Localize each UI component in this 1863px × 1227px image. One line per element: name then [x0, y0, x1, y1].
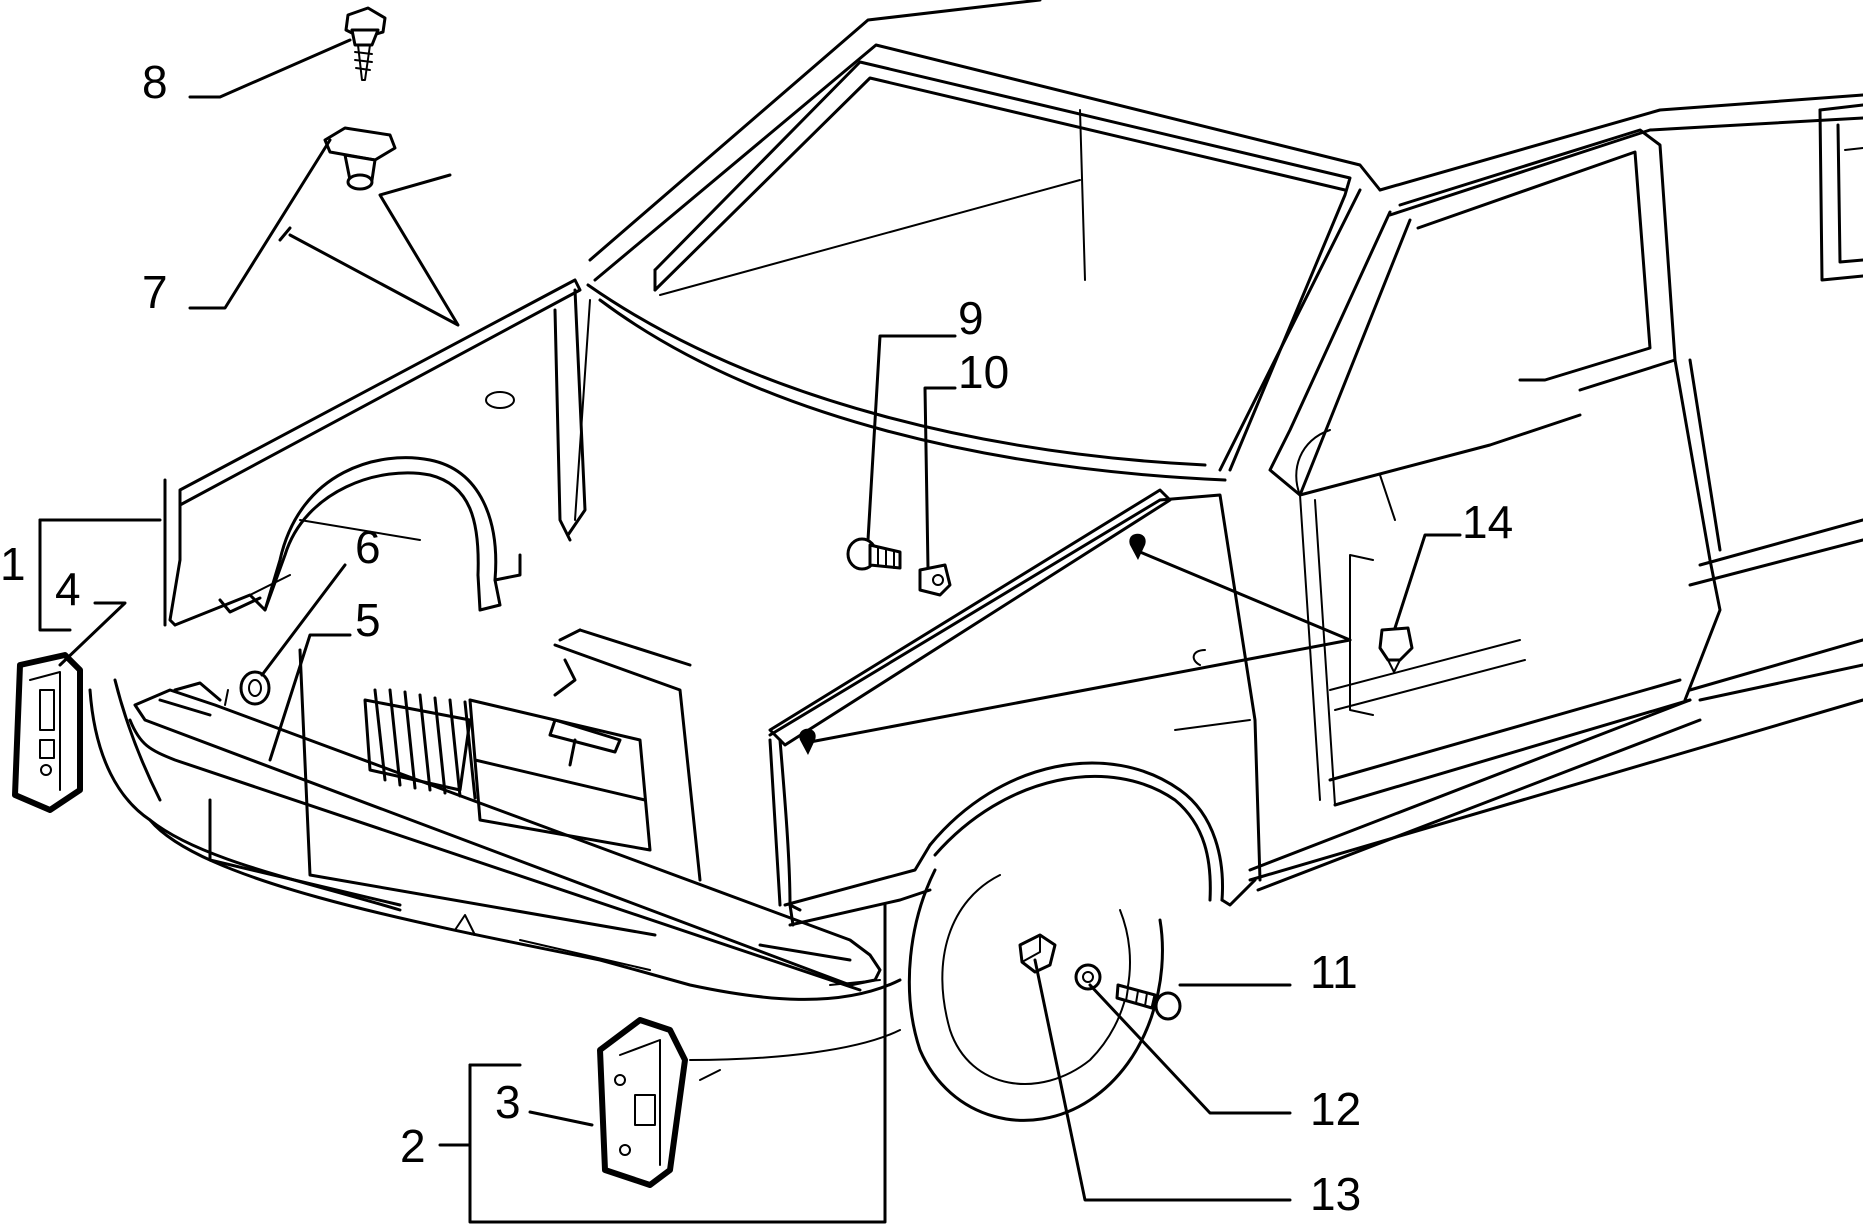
callout-4: 4 [55, 563, 81, 615]
corner-bracket-left [12, 652, 83, 813]
cage-nut-13 [1018, 933, 1057, 974]
spire-clip [323, 126, 397, 191]
leader-lines [38, 38, 1462, 1224]
cage-nut-10 [918, 563, 952, 597]
callout-8: 8 [142, 56, 168, 108]
callout-12: 12 [1310, 1083, 1361, 1135]
callout-10: 10 [958, 346, 1009, 398]
self-tapping-screw [344, 6, 387, 81]
callout-9: 9 [958, 292, 984, 344]
radiator-grille [373, 688, 477, 800]
push-clip [1378, 626, 1414, 673]
callout-14: 14 [1462, 496, 1513, 548]
clip-nut [239, 670, 271, 706]
callout-1: 1 [0, 538, 26, 590]
callout-13: 13 [1310, 1168, 1361, 1220]
callout-labels: 1 2 3 4 5 6 7 8 9 10 11 12 13 14 [0, 56, 1513, 1220]
bolt-11 [1115, 983, 1182, 1021]
callout-2: 2 [400, 1120, 426, 1172]
fender-seal [768, 488, 1172, 755]
callout-6: 6 [355, 521, 381, 573]
washer-12 [1074, 963, 1102, 991]
bumper-bar [128, 681, 882, 992]
callout-7: 7 [142, 266, 168, 318]
callout-11: 11 [1310, 946, 1358, 998]
car-body [88, 0, 1863, 1122]
corner-bracket-right [597, 1017, 688, 1188]
callout-5: 5 [355, 594, 381, 646]
bolt-9 [846, 537, 902, 571]
callout-3: 3 [495, 1076, 521, 1128]
